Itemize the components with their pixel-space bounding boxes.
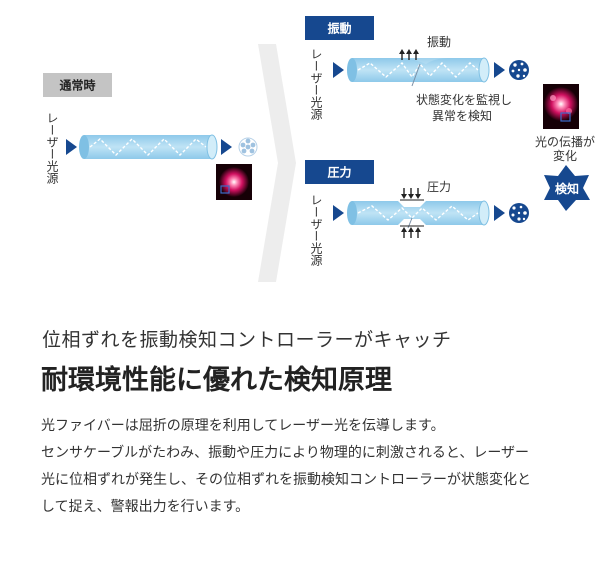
output-arrow-normal: [221, 139, 232, 155]
body-line: センサケーブルがたわみ、振動や圧力により物理的に刺激されると、レーザー: [41, 445, 530, 461]
vibration-tag-label: 振動: [327, 21, 351, 36]
laser-source-label-vibration: レーザー光源: [309, 48, 323, 121]
detect-badge: [544, 165, 590, 211]
fiber-diagram: 通常時 レーザー光源 振動 レーザー光源: [43, 16, 595, 282]
body-text: 光ファイバーは屈折の原理を利用してレーザー光を伝導します。 センサケーブルがたわ…: [41, 413, 611, 521]
light-change-line2: 変化: [553, 148, 577, 163]
normal-tag-label: 通常時: [59, 78, 95, 93]
laser-source-label-normal: レーザー光源: [45, 112, 59, 185]
fiber-tube-vibration: [347, 57, 490, 87]
speckle-pattern-pressure: [509, 203, 529, 223]
body-line: 光ファイバーは屈折の原理を利用してレーザー光を伝導します。: [41, 418, 445, 434]
laser-arrow-normal: [66, 139, 77, 155]
separator-chevron: [258, 44, 296, 282]
normal-tag: [43, 73, 112, 97]
main-heading: 耐環境性能に優れた検知原理: [41, 365, 392, 396]
laser-arrow-pressure: [333, 205, 344, 221]
speckle-pattern-normal: [238, 137, 258, 157]
light-spot-changed: [543, 84, 579, 129]
speckle-pattern-vibration: [509, 60, 529, 80]
light-change-line1: 光の伝播が: [535, 134, 595, 149]
fiber-tube-pressure: [347, 199, 490, 229]
vibration-label: 振動: [427, 35, 451, 49]
monitor-text-line2: 異常を検知: [432, 109, 492, 123]
vibration-tag: [305, 16, 374, 40]
pressure-label: 圧力: [427, 180, 451, 194]
body-line: して捉え、警報出力を行います。: [41, 499, 250, 515]
body-line: 光に位相ずれが発生し、その位相ずれを振動検知コントローラーが状態変化と: [41, 472, 531, 488]
laser-source-label-pressure: レーザー光源: [309, 194, 323, 267]
light-spot-normal: [216, 164, 252, 200]
pressure-force-arrows-top: [401, 188, 421, 199]
detect-badge-label: 検知: [555, 181, 579, 196]
output-arrow-vibration: [494, 62, 505, 78]
fiber-tube-normal: [79, 134, 218, 160]
subheading: 位相ずれを振動検知コントローラーがキャッチ: [42, 329, 452, 351]
pressure-tag-label: 圧力: [327, 165, 351, 180]
output-arrow-pressure: [494, 205, 505, 221]
monitor-text-line1: 状態変化を監視し: [416, 92, 512, 107]
pressure-tag: [305, 160, 374, 184]
laser-arrow-vibration: [333, 62, 344, 78]
pressure-force-arrows-bottom: [401, 227, 421, 238]
vibration-force-arrows: [399, 49, 419, 60]
